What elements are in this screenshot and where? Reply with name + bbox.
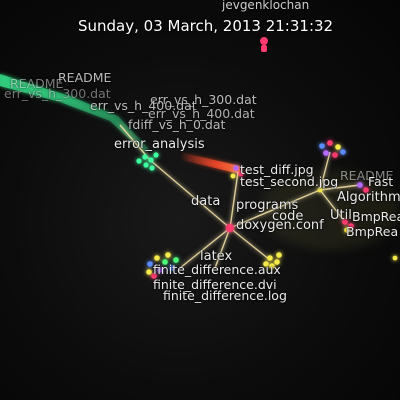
user-name: jevgenklochan (222, 0, 310, 12)
file-label-readme-shadow: README (10, 76, 64, 91)
dir-label-util: Util (330, 208, 352, 223)
file-nodes (136, 140, 398, 279)
file-label-finite-log: finite_difference.log (163, 288, 287, 303)
file-label-fast: Fast (368, 174, 394, 189)
timestamp-title: Sunday, 03 March, 2013 21:31:32 (78, 17, 334, 35)
dir-label-code: code (272, 209, 304, 224)
file-label-readme: README (58, 70, 112, 85)
file-label-finite-dvi: finite_difference.dvi (153, 277, 277, 292)
root-label: doxygen.conf (236, 218, 324, 233)
file-label-err-400-b: err_vs_h_400.dat (148, 106, 255, 121)
file-label-err-300-b: err_vs_h_300.dat (4, 86, 111, 101)
user-avatar (260, 37, 268, 52)
file-label-readme-right: README (340, 168, 394, 183)
dir-label-programs: programs (236, 198, 299, 213)
file-label-err-300: err_vs_h_300.dat (150, 92, 257, 107)
dir-label-data: data (191, 194, 221, 209)
tree-edges (119, 124, 361, 269)
dir-label-latex: latex (200, 249, 233, 264)
dir-label-error-analysis: error_analysis (114, 137, 205, 152)
file-label-bmp-2: BmpRea (346, 224, 399, 239)
red-activity-beam (180, 152, 240, 174)
file-label-test-diff: test_diff.jpg (240, 162, 314, 177)
file-label-bmp-1: BmpRea (352, 209, 400, 224)
green-activity-beam (0, 74, 150, 152)
file-label-err-400: err_vs_h_400.dat (90, 98, 197, 113)
dir-label-algorithms: Algorithms (337, 190, 400, 205)
file-label-finite-aux: finite_difference.aux (153, 262, 281, 277)
root-node (226, 224, 234, 232)
file-label-test-second: test_second.jpg (240, 174, 339, 189)
file-label-fdiff: fdiff_vs_h_0.dat (128, 117, 226, 132)
